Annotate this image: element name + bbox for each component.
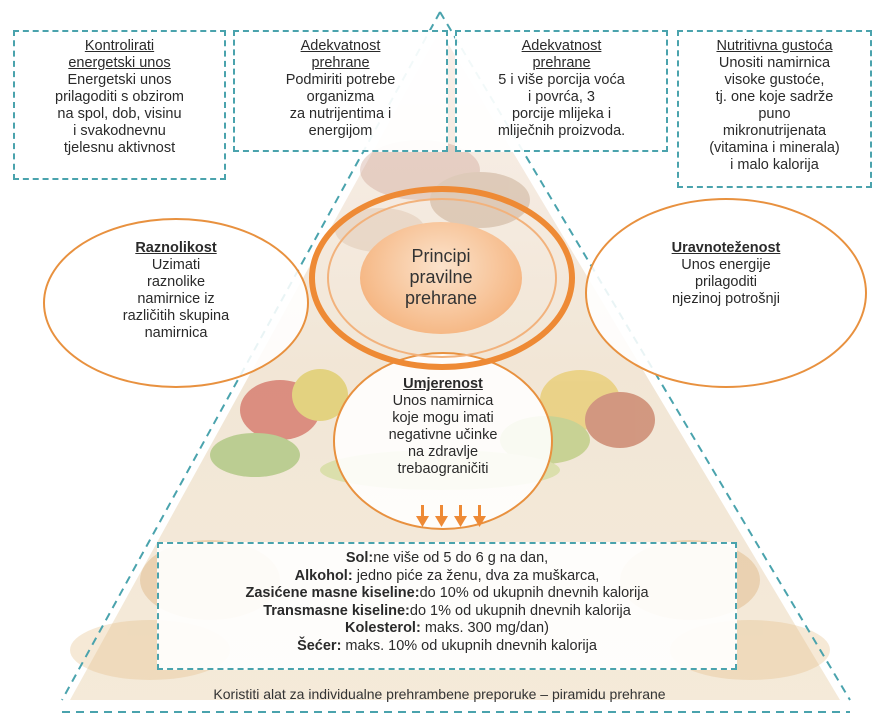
limit-text: jedno piće za ženu, dva za muškarca, (352, 567, 600, 584)
circle-line: na zdravlje (407, 444, 479, 460)
limit-label: Šećer: (297, 637, 342, 654)
circle-line: raznolike (146, 274, 206, 290)
box-line: Podmiriti potrebe (285, 72, 396, 88)
box-title: Adekvatnost (300, 38, 381, 54)
box-energy-control: Kontrolirati energetski unos Energetski … (13, 30, 226, 180)
box-line: porcije mlijeka i (511, 106, 612, 122)
box-line: i svakodnevnu (73, 123, 166, 139)
circle-variety: Raznolikost Uzimati raznolike namirnice … (43, 218, 309, 388)
box-line: visoke gustoće, (724, 72, 825, 88)
center-line: Principi (411, 246, 471, 266)
box-line: prilagoditi s obzirom (55, 89, 184, 105)
box-line: tj. one koje sadrže (715, 89, 834, 105)
circle-line: namirnica (144, 325, 208, 341)
circle-line: koje mogu imati (392, 410, 494, 426)
box-adequacy-1: Adekvatnost prehrane Podmiriti potrebe o… (233, 30, 448, 152)
circle-title: Uravnoteženost (671, 240, 781, 256)
circle-line: trebaograničiti (397, 461, 489, 477)
center-line: prehrane (404, 288, 478, 308)
circle-line: Unos namirnica (392, 393, 494, 409)
box-line: organizma (306, 89, 375, 105)
box-line: (vitamina i minerala) (709, 140, 840, 156)
limit-text: maks. 300 mg/dan) (420, 620, 549, 636)
center-principles: Principi pravilne prehrane (360, 222, 522, 334)
box-nutrient-density: Nutritivna gustoća Unositi namirnica vis… (677, 30, 872, 188)
circle-line: različitih skupina (122, 308, 230, 324)
box-line: puno (758, 106, 791, 122)
box-title: prehrane (532, 55, 591, 71)
limit-text: ne više od 5 do 6 g na dan, (373, 550, 549, 566)
limit-row: Zasićene masne kiseline:do 10% od ukupni… (159, 585, 735, 603)
box-line: Energetski unos (67, 72, 172, 88)
circle-title: Raznolikost (135, 240, 217, 256)
footer-caption: Koristiti alat za individualne prehrambe… (213, 686, 666, 702)
box-line: i povrća, 3 (528, 89, 595, 105)
center-ring-outer (309, 186, 575, 370)
box-title: Kontrolirati (84, 38, 155, 54)
box-adequacy-2: Adekvatnost prehrane 5 i više porcija vo… (455, 30, 668, 152)
center-line: pravilne (409, 267, 473, 287)
down-arrows-icon (416, 505, 486, 527)
limit-row: Alkohol: jedno piće za ženu, dva za mušk… (159, 568, 735, 586)
circle-line: Unos energije (681, 257, 771, 273)
limit-row: Šećer: maks. 10% od ukupnih dnevnih kalo… (159, 638, 735, 656)
box-line: 5 i više porcija voća (498, 72, 625, 88)
box-title: prehrane (311, 55, 370, 71)
box-line: za nutrijentima i (289, 106, 392, 122)
circle-line: namirnice iz (137, 291, 215, 307)
box-title: energetski unos (68, 55, 171, 71)
center-ring-inner (327, 198, 557, 358)
limit-label: Alkohol: (294, 567, 353, 584)
box-line: Unositi namirnica (718, 55, 831, 71)
circle-title: Umjerenost (403, 376, 483, 392)
circle-balance: Uravnoteženost Unos energije prilagoditi… (585, 198, 867, 388)
box-line: tjelesnu aktivnost (63, 140, 176, 156)
limit-text: do 1% od ukupnih dnevnih kalorija (409, 602, 631, 619)
limit-label: Zasićene masne kiseline: (245, 585, 420, 601)
box-line: i malo kalorija (730, 157, 819, 173)
circle-line: njezinoj potrošnji (671, 291, 780, 307)
limit-text: do 10% od ukupnih dnevnih kalorija (419, 585, 649, 601)
limit-label: Transmasne kiseline: (263, 602, 410, 619)
limit-label: Kolesterol: (345, 620, 421, 636)
limit-label: Sol: (345, 550, 374, 566)
box-line: na spol, dob, visinu (57, 106, 182, 122)
limit-row: Sol:ne više od 5 do 6 g na dan, (159, 550, 735, 568)
limit-row: Transmasne kiseline:do 1% od ukupnih dne… (159, 603, 735, 621)
limits-box: Sol:ne više od 5 do 6 g na dan, Alkohol:… (157, 542, 737, 670)
box-line: energijom (308, 123, 373, 139)
box-title: Adekvatnost (521, 38, 602, 54)
box-title: Nutritivna gustoća (716, 38, 833, 54)
limit-text: maks. 10% od ukupnih dnevnih kalorija (341, 637, 597, 654)
circle-line: Uzimati (151, 257, 201, 273)
box-line: mikronutrijenata (722, 123, 827, 139)
box-line: mliječnih proizvoda. (497, 123, 626, 139)
circle-moderation: Umjerenost Unos namirnica koje mogu imat… (333, 352, 553, 530)
limit-row: Kolesterol: maks. 300 mg/dan) (159, 620, 735, 638)
circle-line: prilagoditi (694, 274, 758, 290)
circle-line: negativne učinke (388, 427, 498, 443)
